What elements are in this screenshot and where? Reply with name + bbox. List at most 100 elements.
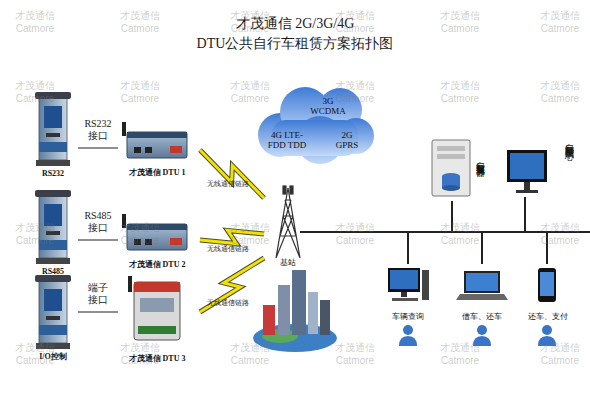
kiosk-graphic [35, 275, 71, 349]
pc-tower [422, 270, 429, 300]
connector-line [308, 232, 547, 264]
antenna [290, 186, 293, 194]
watermark-text: 才茂通信 [325, 10, 385, 22]
watermark-text: Catmore [5, 93, 65, 105]
keyboard [392, 298, 418, 301]
database-bottom [442, 185, 460, 191]
bolt-outline [200, 150, 264, 198]
diagram-title: 才茂通信 2G/3G/4G DTU公共自行车租赁方案拓扑图 [145, 14, 445, 54]
dtu-device: 才茂通信 DTU 1 [118, 122, 196, 180]
tower-lattice [276, 188, 300, 258]
watermark-text: 才茂通信 [430, 222, 490, 234]
building [320, 300, 330, 335]
dtu-body [134, 282, 180, 340]
dtu-band [134, 282, 180, 292]
laptop-terminal: 借车、还车 [452, 264, 512, 324]
connector-line [78, 312, 118, 313]
connector-line [78, 148, 118, 149]
watermark-text: Catmore [110, 355, 170, 367]
building [278, 285, 290, 335]
node-label: RS232 [28, 169, 78, 178]
wire [78, 147, 118, 148]
node-label: RS485 [28, 267, 78, 276]
antenna [128, 276, 132, 292]
watermark-text: Catmore [325, 355, 385, 367]
bolt-fill [200, 150, 264, 198]
query-pc: 车辆查询 [380, 264, 436, 324]
node-label: 自行车数据服务器 [476, 117, 486, 199]
watermark-text: Catmore [325, 23, 385, 35]
watermark-text: Catmore [220, 23, 280, 35]
watermark-text: Catmore [220, 235, 280, 247]
building [308, 292, 318, 334]
bus-drop [308, 232, 547, 264]
dtu-graphic [128, 276, 180, 340]
city-graphic [253, 270, 337, 352]
dtu-graphic [122, 122, 187, 158]
user-icon [399, 325, 417, 346]
laptop-lid [464, 271, 500, 293]
antenna [283, 186, 286, 194]
watermark-text: 才茂通信 [5, 342, 65, 354]
edge-label: RS485 接口 [78, 210, 118, 234]
watermark-text: 才茂通信 [110, 222, 170, 234]
monitor-screen [510, 153, 544, 179]
watermark-text: 才茂通信 [430, 342, 490, 354]
watermark-text: Catmore [220, 355, 280, 367]
bike-kiosk: RS232 [28, 92, 78, 182]
edge-label: 端子 接口 [78, 282, 118, 306]
mobile-phone: 还车、支付 [520, 264, 576, 324]
node-label: 2G GPRS [332, 130, 362, 151]
pc-graphic [388, 268, 429, 301]
edge-label: 无线通信链路 [196, 299, 260, 307]
node-label: 借车、还车 [452, 312, 512, 321]
watermark-text: Catmore [110, 23, 170, 35]
laptop-graphic [456, 271, 508, 300]
drive-bay [437, 146, 465, 151]
watermark-text: Catmore [5, 23, 65, 35]
laptop-screen [466, 273, 498, 291]
connector-line [78, 240, 118, 241]
edge-label: 无线通信链路 [196, 245, 260, 253]
watermark-text: 才茂通信 [220, 10, 280, 22]
phone-body [538, 268, 556, 302]
watermark-text: 才茂通信 [530, 342, 590, 354]
wire [78, 311, 118, 312]
phone-graphic [538, 268, 556, 302]
server-case [432, 140, 470, 196]
tower-graphic [276, 186, 300, 258]
watermark-text: 才茂通信 [325, 342, 385, 354]
watermark-text: 才茂通信 [5, 80, 65, 92]
node-label: 车辆查询 [380, 312, 436, 321]
watermark-text: Catmore [530, 23, 590, 35]
wireless-link [200, 150, 264, 198]
node-label: 基站 [268, 258, 308, 267]
drive-bay [437, 154, 465, 159]
watermark-text: Catmore [530, 355, 590, 367]
node-label: 还车、支付 [520, 312, 576, 321]
dtu-terminal [138, 326, 176, 334]
bus-drop [308, 232, 408, 264]
monitor-stand [524, 182, 530, 190]
watermark-text: Catmore [5, 355, 65, 367]
data-server: 自行车数据服务器 [428, 115, 492, 201]
watermark-text: Catmore [530, 93, 590, 105]
watermark-text: 才茂通信 [110, 342, 170, 354]
watermark-text: 才茂通信 [325, 222, 385, 234]
watermark-text: Catmore [430, 23, 490, 35]
phone-screen [540, 272, 554, 296]
watermark-text: Catmore [110, 235, 170, 247]
monitor-base [516, 190, 538, 193]
server-graphic [432, 140, 470, 196]
monitor-stand [401, 292, 407, 297]
watermark-text: 才茂通信 [325, 80, 385, 92]
watermark-text: Catmore [5, 235, 65, 247]
watermark-text: Catmore [430, 235, 490, 247]
watermark-text: 才茂通信 [220, 222, 280, 234]
connector-line [308, 201, 452, 232]
watermark-text: 才茂通信 [5, 10, 65, 22]
watermark-text: Catmore [430, 355, 490, 367]
monitor-screen [390, 270, 418, 289]
